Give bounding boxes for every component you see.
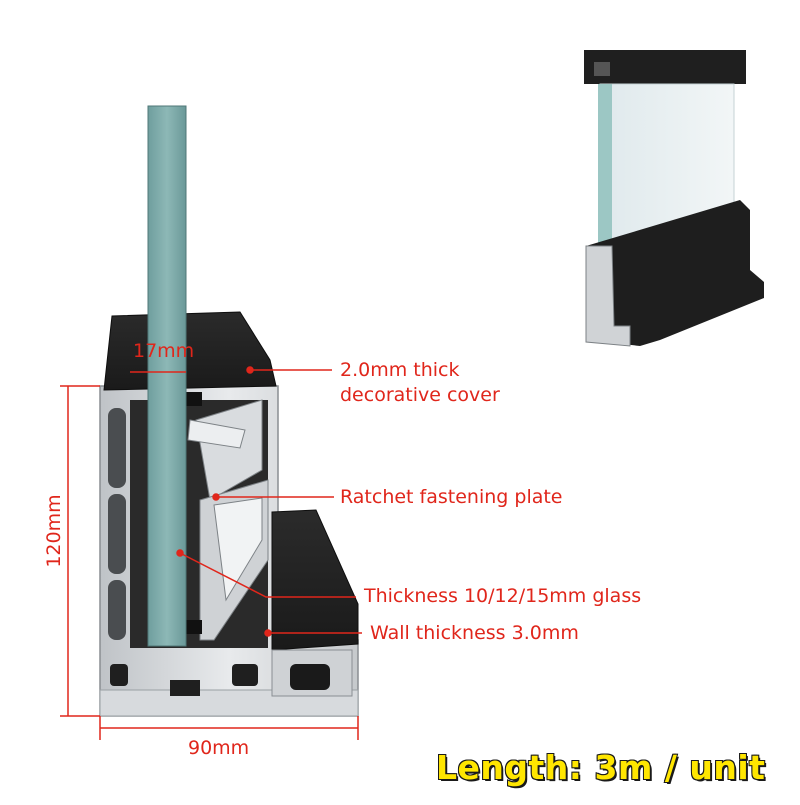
leader-glass [179, 552, 356, 598]
bottom-profile-end [585, 245, 631, 347]
decorative-cover [103, 311, 277, 391]
top-rail-slot [594, 62, 610, 76]
inset-3d-render [584, 50, 764, 347]
slot-dimension-label: 17mm [133, 340, 195, 362]
ratchet-wedge [213, 497, 263, 602]
glass-pane [147, 105, 187, 647]
bottom-profile [586, 200, 764, 346]
wall-slot [108, 494, 126, 574]
wall-callout: Wall thickness 3.0mm [370, 622, 579, 644]
dimension-lines [60, 371, 359, 740]
width-dimension-label: 90mm [188, 737, 250, 759]
base-slot [232, 664, 258, 686]
gasket [184, 620, 202, 634]
height-dimension-label: 120mm [43, 494, 65, 568]
wall-slot [108, 408, 126, 488]
cross-section [99, 105, 359, 717]
cover-callout-line2: decorative cover [340, 384, 500, 406]
wall-channel-slot [290, 664, 330, 690]
gasket [184, 392, 202, 406]
decorative-cover-lower [271, 509, 359, 651]
callout-leaders [176, 366, 362, 637]
wall-slot [108, 580, 126, 640]
top-rail [584, 50, 746, 84]
ratchet-wedge [187, 419, 246, 449]
base-slot [110, 664, 128, 686]
base-slot [170, 680, 200, 696]
glass-callout: Thickness 10/12/15mm glass [364, 585, 642, 607]
cover-callout-line1: 2.0mm thick [340, 359, 460, 381]
length-label: Length: 3m / unit [435, 747, 766, 788]
ratchet-callout: Ratchet fastening plate [340, 486, 563, 508]
